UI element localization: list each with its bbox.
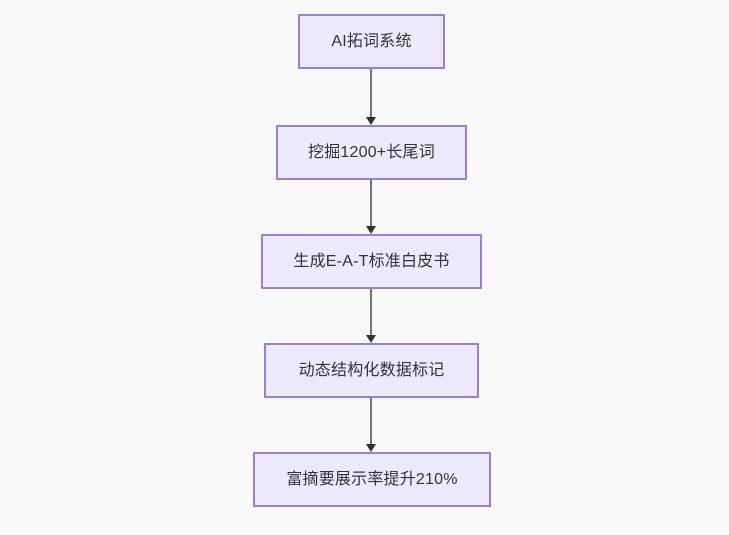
- arrowhead-icon: [366, 444, 376, 452]
- edge-line: [370, 69, 372, 117]
- flow-node-mine-longtail-keywords[interactable]: 挖掘1200+长尾词: [276, 125, 467, 180]
- edge-line: [370, 180, 372, 226]
- flow-node-label: 挖掘1200+长尾词: [308, 143, 435, 161]
- edge-line: [370, 289, 372, 335]
- flow-node-rich-snippet-rate-increase[interactable]: 富摘要展示率提升210%: [253, 452, 491, 507]
- flow-node-label: 富摘要展示率提升210%: [286, 470, 458, 488]
- arrowhead-icon: [366, 335, 376, 343]
- flow-node-generate-eat-whitepaper[interactable]: 生成E-A-T标准白皮书: [261, 234, 482, 289]
- edge-line: [370, 398, 372, 444]
- flow-node-ai-keyword-system[interactable]: AI拓词系统: [298, 14, 445, 69]
- arrowhead-icon: [366, 226, 376, 234]
- flow-node-label: 动态结构化数据标记: [298, 361, 445, 379]
- flow-node-dynamic-structured-data-markup[interactable]: 动态结构化数据标记: [264, 343, 479, 398]
- arrowhead-icon: [366, 117, 376, 125]
- flow-node-label: AI拓词系统: [331, 32, 412, 50]
- flow-node-label: 生成E-A-T标准白皮书: [293, 252, 450, 270]
